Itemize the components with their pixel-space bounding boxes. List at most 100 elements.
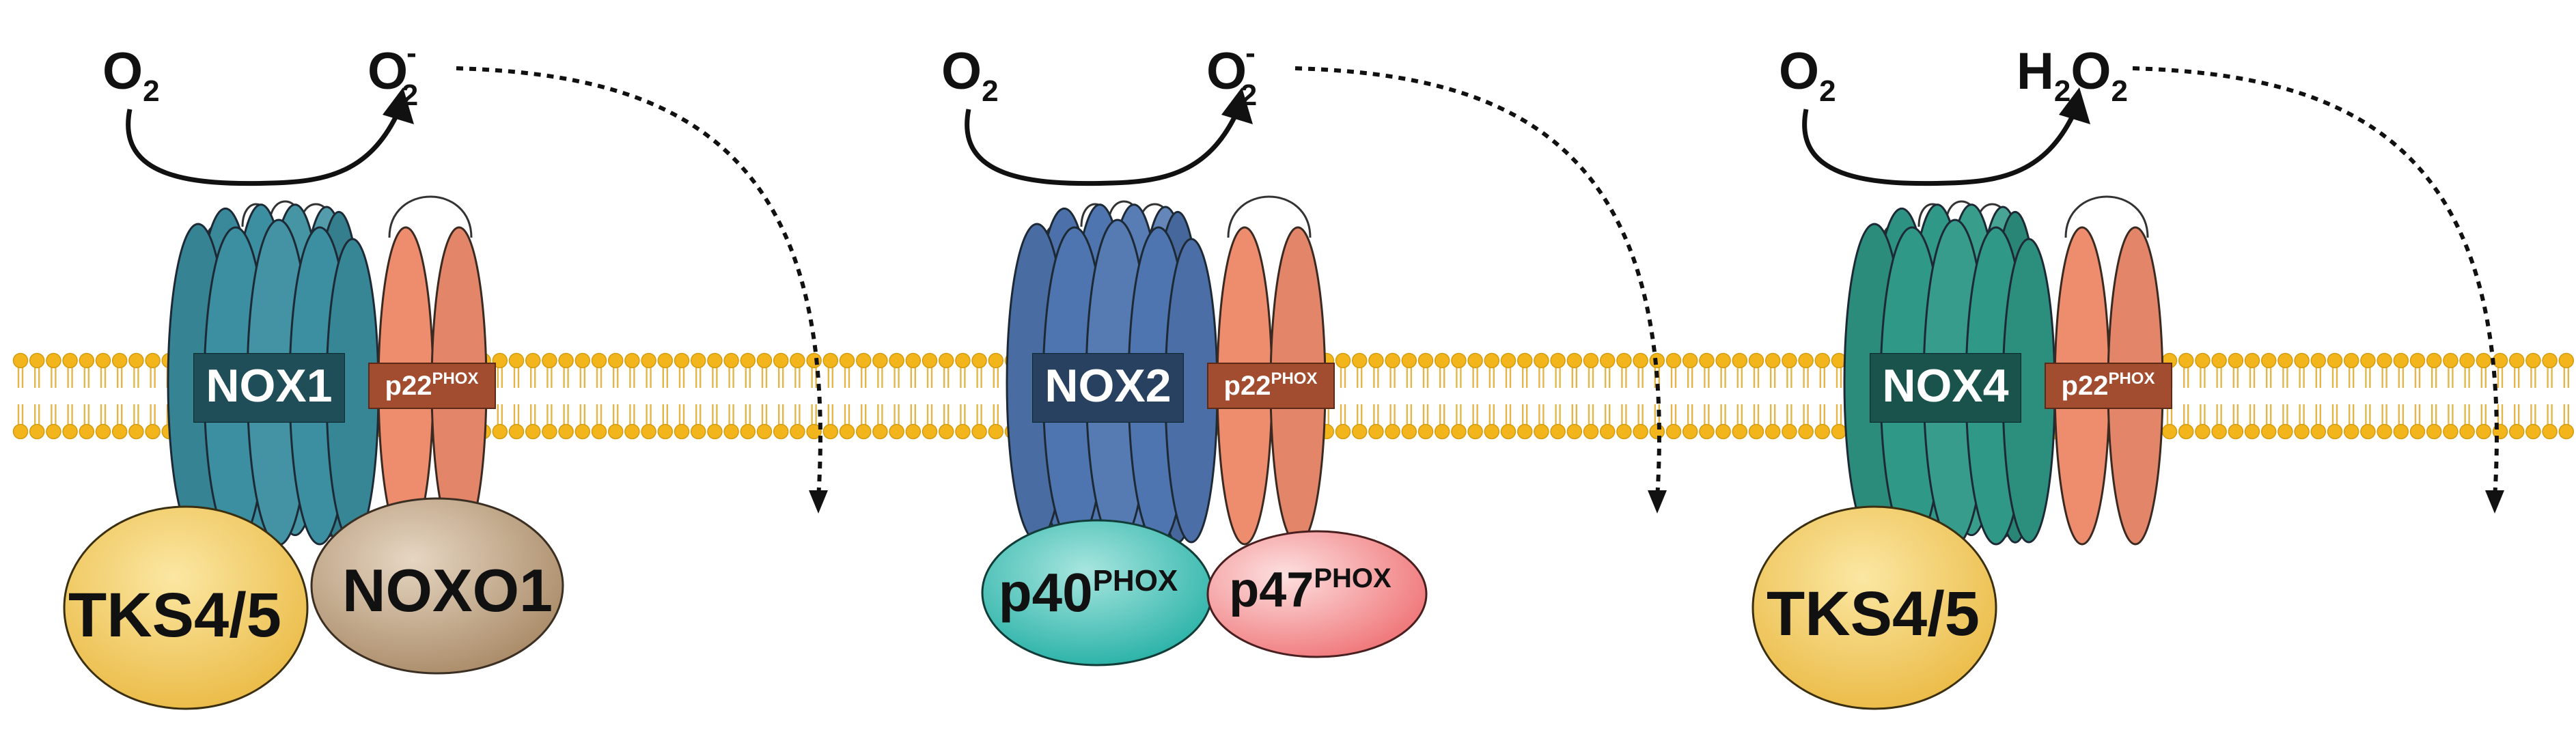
lipid-head xyxy=(2508,423,2525,440)
substrate-label: O2 xyxy=(1779,42,1836,108)
partner-label: NOXO1 xyxy=(342,557,553,624)
lipid-head xyxy=(872,352,888,369)
lipid-head xyxy=(607,423,624,440)
lipid-head xyxy=(1516,352,1533,369)
p22-label-sup: PHOX xyxy=(432,369,478,388)
lipid-head xyxy=(1715,352,1731,369)
lipid-head xyxy=(1451,352,1467,369)
lipid-head xyxy=(1534,423,1549,440)
lipid-head xyxy=(1467,352,1483,369)
reaction-arrow xyxy=(965,109,1238,186)
lipid-head xyxy=(12,352,29,369)
lipid-head xyxy=(2310,352,2327,369)
lipid-head xyxy=(1566,423,1583,440)
lipid-head xyxy=(111,352,128,369)
lipid-head xyxy=(707,423,723,440)
lipid-head xyxy=(12,423,29,440)
reaction-arrowhead xyxy=(2059,87,2090,124)
lipid-head xyxy=(641,352,656,369)
lipid-head xyxy=(1401,352,1417,369)
lipid-head xyxy=(707,352,723,369)
lipid-head xyxy=(62,352,78,369)
lipid-head xyxy=(2360,423,2376,440)
lipid-head xyxy=(95,352,111,369)
lipid-head xyxy=(111,423,128,440)
product-prefix: H xyxy=(2017,42,2054,100)
lipid-head xyxy=(1417,352,1434,369)
lipid-head xyxy=(1633,352,1648,369)
partner-label: p40PHOX xyxy=(999,562,1178,623)
enzyme-label: NOX4 xyxy=(1882,360,2008,412)
lipid-head xyxy=(1682,352,1698,369)
partner-base: p47 xyxy=(1229,563,1314,617)
lipid-head xyxy=(29,423,45,440)
product-prefix-sub: 2 xyxy=(2054,74,2071,108)
lipid-head xyxy=(1665,423,1682,440)
lipid-head xyxy=(1401,423,1417,440)
partner-label: p47PHOX xyxy=(1229,563,1391,617)
lipid-head xyxy=(1500,352,1516,369)
lipid-head xyxy=(591,352,607,369)
lipid-head xyxy=(1633,423,1648,440)
lipid-head xyxy=(1682,423,1698,440)
lipid-head xyxy=(2178,423,2194,440)
lipid-head xyxy=(2393,352,2409,369)
lipid-head xyxy=(1798,423,1814,440)
lipid-head xyxy=(723,352,739,369)
lipid-head xyxy=(1699,423,1715,440)
lipid-head xyxy=(574,423,591,440)
lipid-head xyxy=(839,352,855,369)
lipid-head xyxy=(2409,352,2426,369)
lipid-head xyxy=(1351,352,1368,369)
enzyme-label-tint xyxy=(1870,354,2021,422)
enzyme-label-tint xyxy=(1033,354,1183,422)
lipid-head xyxy=(2476,423,2492,440)
lipid-head xyxy=(905,352,922,369)
partner-label: TKS4/5 xyxy=(68,580,281,650)
lipid-head xyxy=(508,352,525,369)
lipid-head xyxy=(1368,352,1384,369)
p22-label-box xyxy=(1207,363,1335,409)
lipid-head xyxy=(1484,423,1500,440)
product-sub: 2 xyxy=(2111,74,2128,108)
lipid-head xyxy=(1583,423,1599,440)
p22-label: p22PHOX xyxy=(2062,369,2155,401)
lipid-head xyxy=(1798,352,1814,369)
p22-loop xyxy=(388,195,473,238)
lipid-head xyxy=(971,423,987,440)
lipid-head xyxy=(79,423,95,440)
p22-label-sup: PHOX xyxy=(1271,369,1317,388)
lipid-head xyxy=(1434,423,1450,440)
lipid-head xyxy=(542,352,557,369)
reaction-arrowhead xyxy=(1221,87,1253,124)
lipid-head xyxy=(492,423,508,440)
lipid-head xyxy=(1566,352,1583,369)
lipid-head xyxy=(1550,423,1566,440)
lipid-head xyxy=(905,423,922,440)
lipid-head xyxy=(2426,352,2442,369)
lipid-head xyxy=(1500,423,1516,440)
lipid-head xyxy=(624,352,640,369)
reaction-arrowhead xyxy=(383,87,414,124)
lipid-head xyxy=(674,352,690,369)
product-base: O xyxy=(368,42,408,100)
lipid-head xyxy=(1665,352,1682,369)
lipid-head xyxy=(1385,423,1400,440)
lipid-head xyxy=(2459,352,2475,369)
lipid-head xyxy=(1534,352,1549,369)
lipid-head xyxy=(1748,352,1764,369)
lipid-head xyxy=(2195,423,2211,440)
lipid-head xyxy=(1335,423,1351,440)
enzyme-label-tint xyxy=(194,354,344,422)
lipid-head xyxy=(508,423,525,440)
lipid-head xyxy=(1616,352,1632,369)
lipid-head xyxy=(46,423,61,440)
p22-label-base: p22 xyxy=(1224,371,1271,401)
lipid-head xyxy=(2260,423,2277,440)
lipid-head xyxy=(740,352,756,369)
lipid-head xyxy=(2377,352,2392,369)
partner-noxo1 xyxy=(310,497,564,675)
